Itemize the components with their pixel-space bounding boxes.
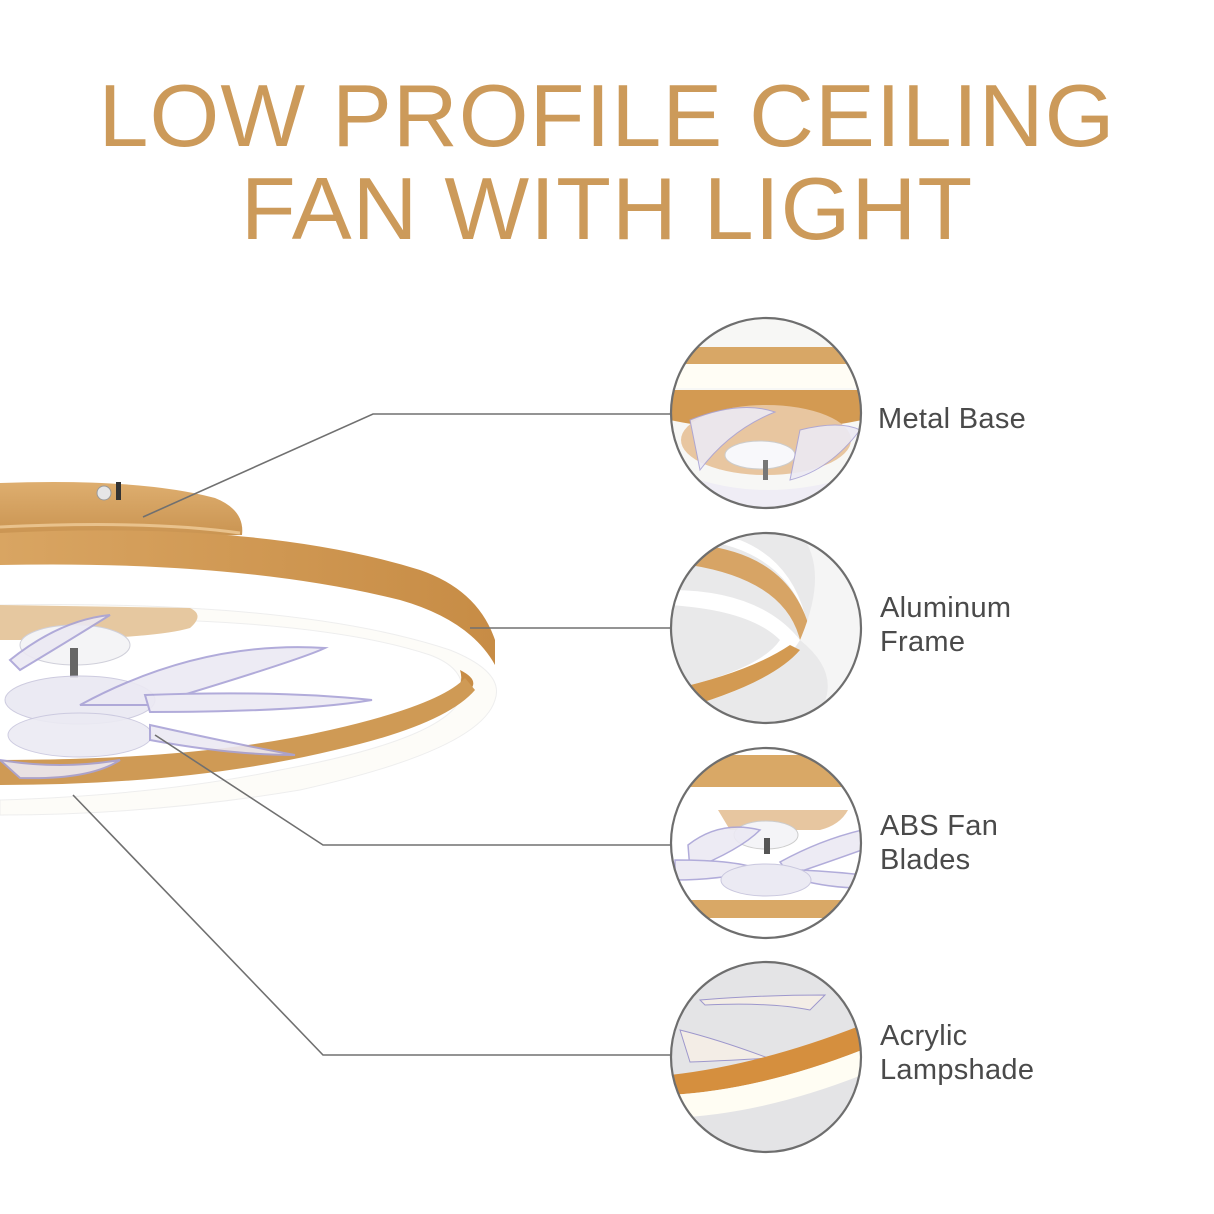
- feature-label-acrylic-lampshade-line2: Lampshade: [880, 1054, 1035, 1086]
- fan-main-image: [0, 482, 497, 816]
- detail-circle-abs-fan-blades: [669, 746, 863, 940]
- leader-lines: [72, 413, 672, 1056]
- feature-label-abs-fan-blades-line2: Blades: [880, 844, 971, 876]
- leader-line-metal-base: [142, 413, 672, 518]
- detail-circle-acrylic-lampshade: [669, 960, 863, 1154]
- feature-label-acrylic-lampshade: Acrylic Lampshade: [880, 1019, 1034, 1087]
- headline-line-2: FAN WITH LIGHT: [240, 159, 974, 258]
- feature-label-acrylic-lampshade-line1: Acrylic: [880, 1020, 968, 1052]
- detail-circle-metal-base: [669, 316, 863, 510]
- headline-line-1: LOW PROFILE CEILING: [98, 66, 1116, 165]
- feature-label-metal-base: Metal Base: [878, 402, 1026, 436]
- feature-label-aluminum-frame-line2: Frame: [880, 626, 966, 658]
- feature-label-aluminum-frame-line1: Aluminum: [880, 592, 1012, 624]
- feature-label-aluminum-frame: Aluminum Frame: [880, 591, 1011, 659]
- acrylic-lampshade-ring: [0, 604, 497, 816]
- leader-line-acrylic-lampshade: [72, 794, 672, 1056]
- fan-blades: [0, 614, 373, 780]
- feature-label-metal-base-line1: Metal Base: [878, 403, 1027, 435]
- detail-circle-aluminum-frame: [669, 531, 863, 725]
- feature-label-abs-fan-blades: ABS Fan Blades: [880, 809, 998, 877]
- feature-label-abs-fan-blades-line1: ABS Fan: [880, 810, 999, 842]
- aluminum-frame-top: [0, 530, 495, 665]
- leader-line-abs-fan-blades: [154, 734, 672, 846]
- screw-icon: [96, 485, 112, 501]
- aluminum-frame-bottom: [0, 678, 475, 785]
